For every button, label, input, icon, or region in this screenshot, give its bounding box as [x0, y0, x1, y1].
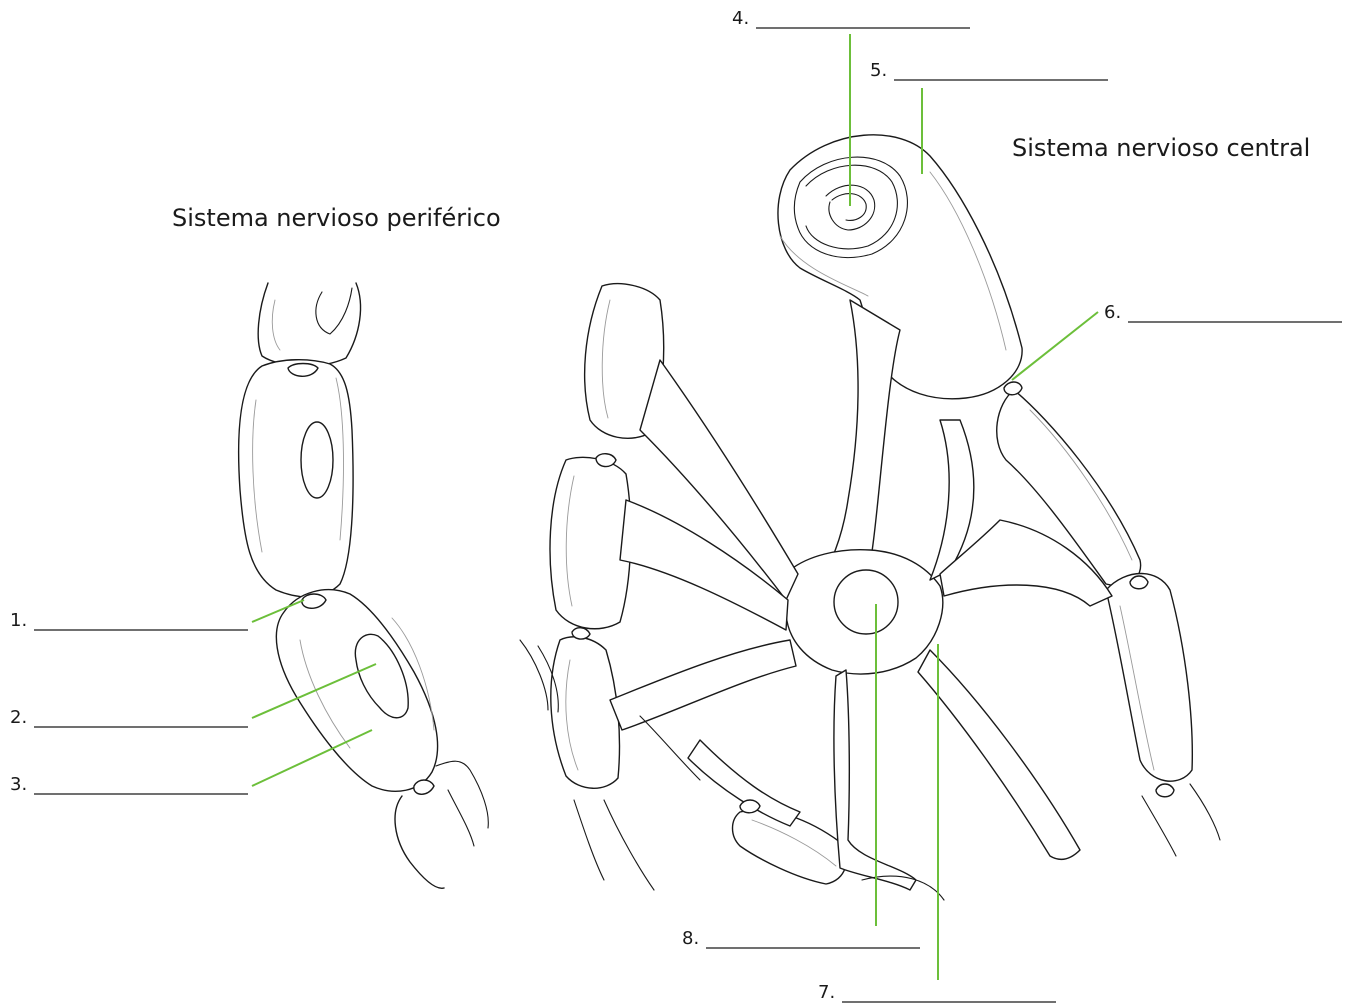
label-3-number: 3. — [10, 774, 27, 795]
label-7[interactable]: 7. — [818, 982, 1056, 1003]
process-top — [818, 300, 900, 586]
label-8[interactable]: 8. — [682, 928, 920, 949]
node-of-ranvier-bottom — [414, 780, 434, 794]
label-6-number: 6. — [1104, 302, 1121, 323]
title-central: Sistema nervioso central — [1012, 134, 1310, 162]
node-bottom — [740, 800, 760, 813]
node-of-ranvier-central — [1004, 382, 1022, 395]
label-7-number: 7. — [818, 982, 835, 1003]
schwann-cell-top — [258, 283, 360, 366]
label-1-number: 1. — [10, 610, 27, 631]
schwann-cell-bottom — [395, 796, 444, 888]
label-5-number: 5. — [870, 60, 887, 81]
label-1[interactable]: 1. — [10, 610, 248, 631]
label-3[interactable]: 3. — [10, 774, 248, 795]
schwann-cell-upper — [239, 360, 353, 597]
schwann-nucleus-upper — [301, 422, 333, 498]
node-right-lower — [1156, 784, 1174, 797]
label-8-number: 8. — [682, 928, 699, 949]
process-left-lower — [610, 640, 796, 730]
label-4-number: 4. — [732, 8, 749, 29]
leader-6 — [1012, 312, 1098, 380]
label-4[interactable]: 4. — [732, 8, 970, 29]
title-peripheral: Sistema nervioso periférico — [172, 204, 501, 232]
schwann-cell-lower — [276, 590, 437, 792]
label-2-number: 2. — [10, 707, 27, 728]
peripheral-nerve-fiber — [239, 283, 489, 888]
oligodendrocyte-nucleus — [834, 570, 898, 634]
label-2[interactable]: 2. — [10, 707, 248, 728]
node-right — [1130, 576, 1148, 589]
myelin-segment-left-3 — [551, 637, 620, 788]
label-5[interactable]: 5. — [870, 60, 1108, 81]
myelin-rolled-sheet — [778, 135, 1022, 399]
process-bottom-middle — [834, 670, 916, 890]
oligodendrocyte — [520, 135, 1220, 900]
myelin-segment-left-2 — [550, 457, 631, 628]
node-left-2 — [572, 628, 590, 639]
label-6[interactable]: 6. — [1104, 302, 1342, 323]
process-right-lower — [918, 650, 1080, 859]
node-left-1 — [596, 454, 616, 467]
